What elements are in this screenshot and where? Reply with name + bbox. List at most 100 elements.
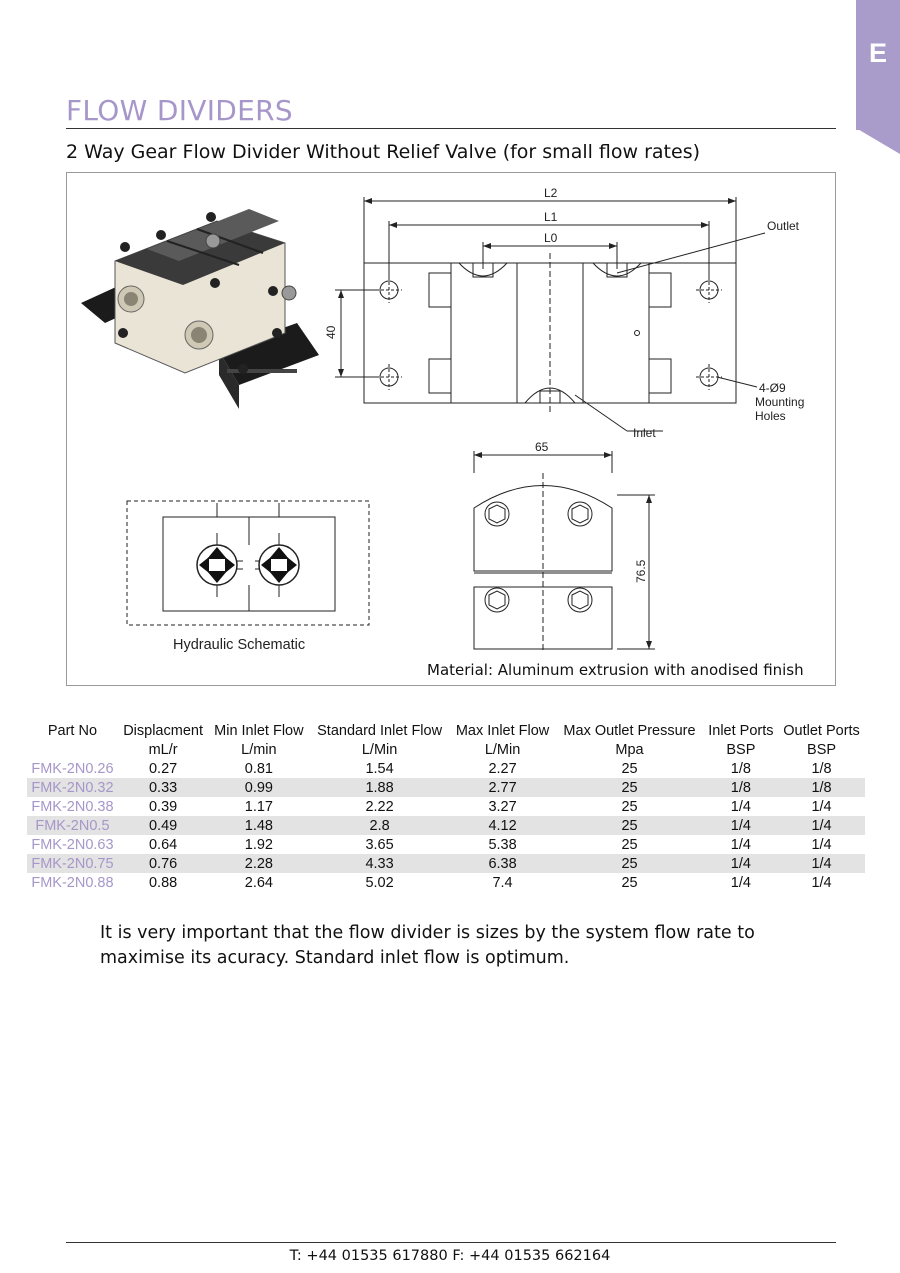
cell-standard-inlet-flow: 4.33: [309, 854, 450, 873]
technical-drawing-panel: L2 L1 L0 Outlet 40 4-Ø9 Mounting Holes I…: [66, 172, 836, 686]
cell-standard-inlet-flow: 2.8: [309, 816, 450, 835]
cell-max-inlet-flow: 2.27: [488, 760, 517, 777]
footer-contact: T: +44 01535 617880 F: +44 01535 662164: [289, 1248, 611, 1264]
cell-part-no: FMK-2N0.26: [31, 760, 114, 777]
cell-displacement: 0.39: [148, 798, 178, 815]
cell-max-inlet-flow: 4.12: [449, 816, 556, 835]
spec-table-header-row: Part No Displacment Min Inlet Flow Stand…: [27, 721, 865, 740]
unit-max-outlet-pressure: Mpa: [615, 741, 644, 758]
cell-inlet-ports: 1/8: [703, 778, 779, 797]
unit-inlet-ports: BSP: [726, 741, 756, 758]
cell-inlet-ports: 1/8: [730, 760, 751, 777]
schematic-pump-triangles: [199, 547, 297, 583]
table-row: FMK-2N0.75 0.76 2.28 4.33 6.38 25 1/4 1/…: [27, 854, 865, 873]
cell-min-inlet-flow: 1.48: [208, 816, 310, 835]
cell-max-outlet-pressure: 25: [621, 874, 638, 891]
col-header-max-inlet-flow: Max Inlet Flow: [455, 722, 550, 739]
sizing-note: It is very important that the flow divid…: [100, 923, 755, 968]
spec-table: Part No Displacment Min Inlet Flow Stand…: [27, 721, 865, 892]
table-row: FMK-2N0.26 0.27 0.81 1.54 2.27 25 1/8 1/…: [27, 759, 865, 778]
col-header-max-outlet-pressure: Max Outlet Pressure: [563, 722, 696, 739]
cell-inlet-ports: 1/4: [703, 854, 779, 873]
dim-label-l0: L0: [544, 231, 558, 245]
table-row: FMK-2N0.5 0.49 1.48 2.8 4.12 25 1/4 1/4: [27, 816, 865, 835]
cell-displacement: 0.88: [148, 874, 178, 891]
cell-displacement: 0.27: [148, 760, 178, 777]
side-view-drawing: [473, 451, 655, 653]
unit-min-inlet-flow: L/min: [241, 741, 277, 758]
cell-max-inlet-flow: 6.38: [449, 854, 556, 873]
cell-outlet-ports: 1/8: [811, 760, 832, 777]
section-tab-letter: E: [868, 38, 887, 68]
cell-outlet-ports: 1/4: [811, 836, 832, 853]
label-holes-line2: Mounting: [755, 395, 804, 409]
label-inlet: Inlet: [633, 426, 656, 440]
cell-standard-inlet-flow: 2.22: [365, 798, 394, 815]
hydraulic-schematic: [126, 500, 370, 626]
cell-min-inlet-flow: 1.92: [244, 836, 273, 853]
cell-min-inlet-flow: 2.64: [244, 874, 273, 891]
cell-outlet-ports: 1/4: [811, 798, 832, 815]
cell-max-outlet-pressure: 25: [621, 760, 638, 777]
cell-standard-inlet-flow: 1.88: [309, 778, 450, 797]
technical-drawing: L2 L1 L0 Outlet 40 4-Ø9 Mounting Holes I…: [81, 186, 804, 653]
dim-label-40: 40: [324, 325, 338, 339]
cell-part-no: FMK-2N0.75: [27, 854, 118, 873]
dim-label-l2: L2: [544, 186, 558, 200]
cell-part-no: FMK-2N0.88: [31, 874, 114, 891]
cell-outlet-ports: 1/4: [778, 816, 865, 835]
schematic-label: Hydraulic Schematic: [173, 637, 305, 653]
cell-part-no: FMK-2N0.32: [27, 778, 118, 797]
unit-standard-inlet-flow: L/Min: [361, 741, 398, 758]
col-header-inlet-ports: Inlet Ports: [708, 722, 774, 739]
col-header-standard-inlet-flow: Standard Inlet Flow: [317, 722, 443, 739]
table-row: FMK-2N0.88 0.88 2.64 5.02 7.4 25 1/4 1/4: [27, 873, 865, 892]
cell-outlet-ports: 1/8: [778, 778, 865, 797]
cell-displacement: 0.64: [148, 836, 178, 853]
cell-max-inlet-flow: 2.77: [449, 778, 556, 797]
spec-table-units-row: mL/r L/min L/Min L/Min Mpa BSP BSP: [27, 740, 865, 759]
cell-part-no: FMK-2N0.63: [31, 836, 114, 853]
front-view-drawing: [335, 197, 766, 432]
label-holes-line3: Holes: [755, 409, 786, 423]
col-header-outlet-ports: Outlet Ports: [783, 722, 860, 739]
footer-divider: [66, 1242, 836, 1243]
dim-label-76-5: 76.5: [634, 559, 648, 583]
cell-displacement: 0.33: [117, 778, 209, 797]
table-row: FMK-2N0.32 0.33 0.99 1.88 2.77 25 1/8 1/…: [27, 778, 865, 797]
side-view-arrowheads: [474, 452, 652, 649]
label-outlet: Outlet: [767, 219, 800, 233]
unit-outlet-ports: BSP: [807, 741, 837, 758]
cell-max-outlet-pressure: 25: [555, 816, 704, 835]
unit-part-no: [27, 740, 118, 759]
unit-displacement: mL/r: [148, 741, 178, 758]
cell-min-inlet-flow: 1.17: [244, 798, 273, 815]
cell-inlet-ports: 1/4: [730, 874, 751, 891]
col-header-part-no: Part No: [47, 722, 98, 739]
col-header-displacement: Displacment: [123, 722, 203, 739]
section-title: FLOW DIVIDERS: [66, 94, 293, 127]
cell-inlet-ports: 1/4: [703, 816, 779, 835]
cell-min-inlet-flow: 0.81: [244, 760, 273, 777]
cell-max-inlet-flow: 5.38: [488, 836, 517, 853]
cell-outlet-ports: 1/4: [778, 854, 865, 873]
cell-displacement: 0.49: [117, 816, 209, 835]
cell-inlet-ports: 1/4: [730, 836, 751, 853]
cell-displacement: 0.76: [117, 854, 209, 873]
cell-inlet-ports: 1/4: [730, 798, 751, 815]
col-header-min-inlet-flow: Min Inlet Flow: [214, 722, 304, 739]
product-subtitle: 2 Way Gear Flow Divider Without Relief V…: [66, 141, 701, 163]
cell-max-outlet-pressure: 25: [555, 854, 704, 873]
cell-max-inlet-flow: 3.27: [488, 798, 517, 815]
cell-outlet-ports: 1/4: [811, 874, 832, 891]
dimension-arrowheads: [338, 198, 736, 377]
cell-standard-inlet-flow: 5.02: [365, 874, 394, 891]
cell-max-inlet-flow: 7.4: [492, 874, 513, 891]
product-illustration: [81, 209, 319, 409]
table-row: FMK-2N0.63 0.64 1.92 3.65 5.38 25 1/4 1/…: [27, 835, 865, 854]
cell-max-outlet-pressure: 25: [555, 778, 704, 797]
table-row: FMK-2N0.38 0.39 1.17 2.22 3.27 25 1/4 1/…: [27, 797, 865, 816]
title-divider: [66, 128, 836, 129]
cell-max-outlet-pressure: 25: [621, 836, 638, 853]
label-holes-line1: 4-Ø9: [759, 381, 786, 395]
